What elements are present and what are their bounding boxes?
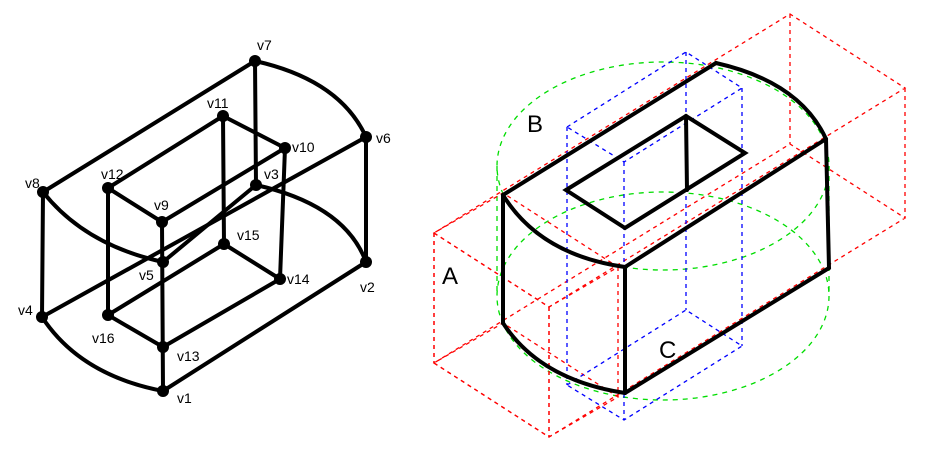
vertex-label-v9: v9 bbox=[154, 197, 169, 213]
vertex-label-v14: v14 bbox=[287, 271, 310, 287]
edge-v10-v14 bbox=[278, 146, 287, 281]
vertex-dot-v10 bbox=[279, 142, 291, 154]
vertex-dot-v11 bbox=[217, 110, 229, 122]
vertex-dot-v5 bbox=[157, 256, 169, 268]
solid-arc-2 bbox=[501, 321, 627, 395]
vertex-label-v13: v13 bbox=[177, 348, 200, 364]
arc-v7-v6 bbox=[253, 59, 368, 139]
vertex-label-v16: v16 bbox=[92, 330, 115, 346]
cylinder-bottom-ellipse bbox=[496, 191, 830, 401]
vertex-dot-v14 bbox=[274, 273, 286, 285]
region-label-c: C bbox=[659, 337, 676, 364]
region-label-b: B bbox=[527, 111, 543, 138]
vertex-label-v15: v15 bbox=[237, 227, 260, 243]
solid-slot-outline bbox=[562, 113, 749, 231]
edge-v1-v2 bbox=[161, 260, 368, 393]
decomposed-solid-figure: A B C bbox=[432, 13, 907, 438]
arc-v8-v5 bbox=[41, 190, 165, 264]
solid-outline bbox=[501, 61, 831, 395]
solid-edge-0 bbox=[501, 61, 718, 197]
edge-v16-v15 bbox=[106, 242, 226, 317]
region-label-a: A bbox=[442, 263, 458, 290]
box-a-front-bottom bbox=[432, 322, 620, 438]
vertex-dot-v7 bbox=[249, 55, 261, 67]
arc-v4-v1 bbox=[40, 315, 165, 393]
vertex-label-v10: v10 bbox=[292, 139, 315, 155]
box-c-outline bbox=[565, 51, 744, 421]
vertex-dot-v6 bbox=[360, 131, 372, 143]
edge-v8-v4 bbox=[40, 190, 45, 319]
vertex-dot-v3 bbox=[250, 179, 262, 191]
vertex-label-v6: v6 bbox=[376, 130, 391, 146]
vertex-label-v8: v8 bbox=[25, 175, 40, 191]
box-a-front-top bbox=[432, 192, 620, 308]
edge-v12-v9 bbox=[106, 186, 164, 224]
edge-v15-v14 bbox=[222, 242, 282, 281]
solid-arc-0 bbox=[714, 61, 828, 141]
edge-v11-v10 bbox=[221, 114, 287, 150]
edge-v5-v3 bbox=[161, 183, 258, 264]
vertex-label-v2: v2 bbox=[360, 279, 375, 295]
vertex-label-v4: v4 bbox=[18, 302, 33, 318]
vertex-label-v3: v3 bbox=[264, 166, 279, 182]
edge-v16-v13 bbox=[106, 313, 165, 349]
vertex-label-v11: v11 bbox=[207, 95, 229, 111]
edge-v13-v14 bbox=[161, 277, 282, 349]
vertex-dot-v13 bbox=[157, 341, 169, 353]
box-c-bottom bbox=[565, 309, 744, 421]
solid-edge-5 bbox=[824, 137, 831, 270]
vertex-label-v5: v5 bbox=[139, 267, 154, 283]
vertex-label-v7: v7 bbox=[257, 37, 272, 53]
solid-arc-1 bbox=[501, 193, 627, 269]
vertex-dot-v1 bbox=[157, 385, 169, 397]
box-c-top bbox=[565, 51, 744, 163]
vertex-dot-v12 bbox=[102, 182, 114, 194]
vertex-dot-v2 bbox=[360, 256, 372, 268]
vertex-label-v12: v12 bbox=[101, 166, 124, 182]
edge-v8-v7 bbox=[41, 59, 257, 194]
wireframe-vertex-graph: v1 v2 v3 v4 v5 v6 v7 v8 v9 v10 v11 v12 v13 v14 v15 v16 bbox=[18, 37, 391, 406]
vertex-dot-v16 bbox=[102, 309, 114, 321]
vertex-dot-v8 bbox=[37, 186, 49, 198]
solid-edge-6 bbox=[684, 114, 689, 192]
vertex-dot-v4 bbox=[36, 311, 48, 323]
arc-v3-v2 bbox=[254, 183, 368, 264]
vertex-dot-v9 bbox=[156, 216, 168, 228]
solid-edge-1 bbox=[623, 137, 828, 269]
edge-v12-v11 bbox=[106, 114, 225, 190]
edge-v9-v1 bbox=[160, 220, 165, 393]
vertex-dot-v15 bbox=[218, 238, 230, 250]
solid-edge-4 bbox=[623, 266, 831, 395]
edge-v11-v15 bbox=[221, 114, 226, 246]
vertex-label-v1: v1 bbox=[177, 390, 192, 406]
